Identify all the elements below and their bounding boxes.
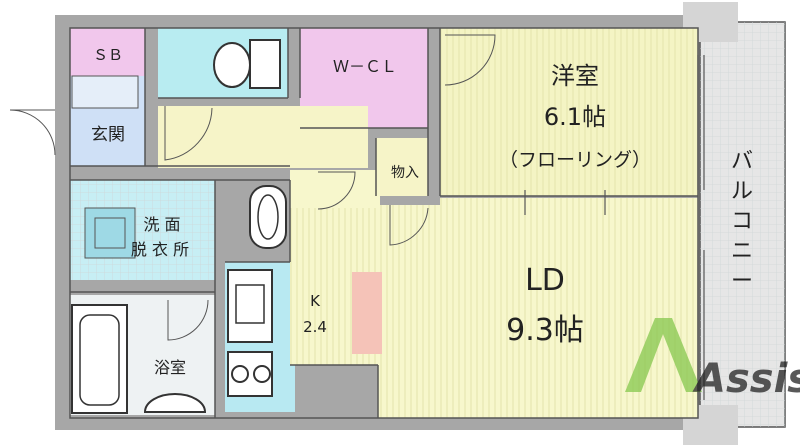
bath-label: 浴室 (154, 358, 186, 377)
balcony-char: バ (731, 149, 753, 174)
front-door-swing (9, 109, 56, 156)
entrance-label: 玄関 (91, 125, 125, 145)
balcony-label: バ ル コ ニ ー (731, 149, 753, 294)
hall-to-ld-floor (290, 170, 380, 208)
western-room-type: （フローリング） (499, 149, 651, 171)
bath-sink (143, 393, 207, 413)
hall-floor (158, 106, 368, 168)
balcony-char: ル (731, 179, 753, 204)
toilet (213, 39, 281, 89)
assist-logo: Assist (625, 318, 800, 402)
western-room-size: 6.1帖 (544, 103, 606, 131)
ld-size: 9.3帖 (506, 313, 584, 348)
column (352, 272, 382, 354)
toilet-door-swing (164, 106, 213, 161)
balcony-char: ニ (731, 239, 753, 264)
balcony-char: ー (731, 269, 753, 294)
sb-label: ＳＢ (93, 46, 123, 64)
washing-machine (84, 207, 136, 259)
western-room-stripes (440, 28, 698, 196)
windows (524, 55, 705, 400)
washroom-label-line2: 脱 衣 所 (131, 240, 189, 259)
western-room-door-swing (444, 34, 496, 86)
storage-label: 物入 (391, 165, 419, 181)
washbasin (249, 185, 287, 249)
hall-door-swing (317, 171, 356, 210)
kitchen-name: K (310, 292, 321, 310)
storage-floor (376, 138, 428, 196)
storage-door-swing (389, 205, 429, 246)
ld-stripes (290, 198, 698, 418)
kitchen-sink (227, 269, 273, 343)
ld-name: LD (525, 263, 565, 298)
washroom-label-line1: 洗 面 (143, 215, 180, 234)
doors (9, 34, 496, 341)
western-room-name: 洋室 (551, 62, 599, 90)
kitchen-size: 2.4 (303, 318, 327, 336)
balcony-char: コ (731, 209, 753, 234)
bath-door-swing (167, 299, 209, 341)
inner-walls (69, 27, 699, 419)
bathtub (71, 304, 128, 414)
kitchen-stove (227, 351, 273, 397)
logo-text: Assist (692, 356, 800, 402)
wcl-label: Ｗ－ＣＬ (333, 57, 397, 76)
shoe-cabinet (71, 75, 139, 109)
sb-floor (70, 28, 145, 76)
